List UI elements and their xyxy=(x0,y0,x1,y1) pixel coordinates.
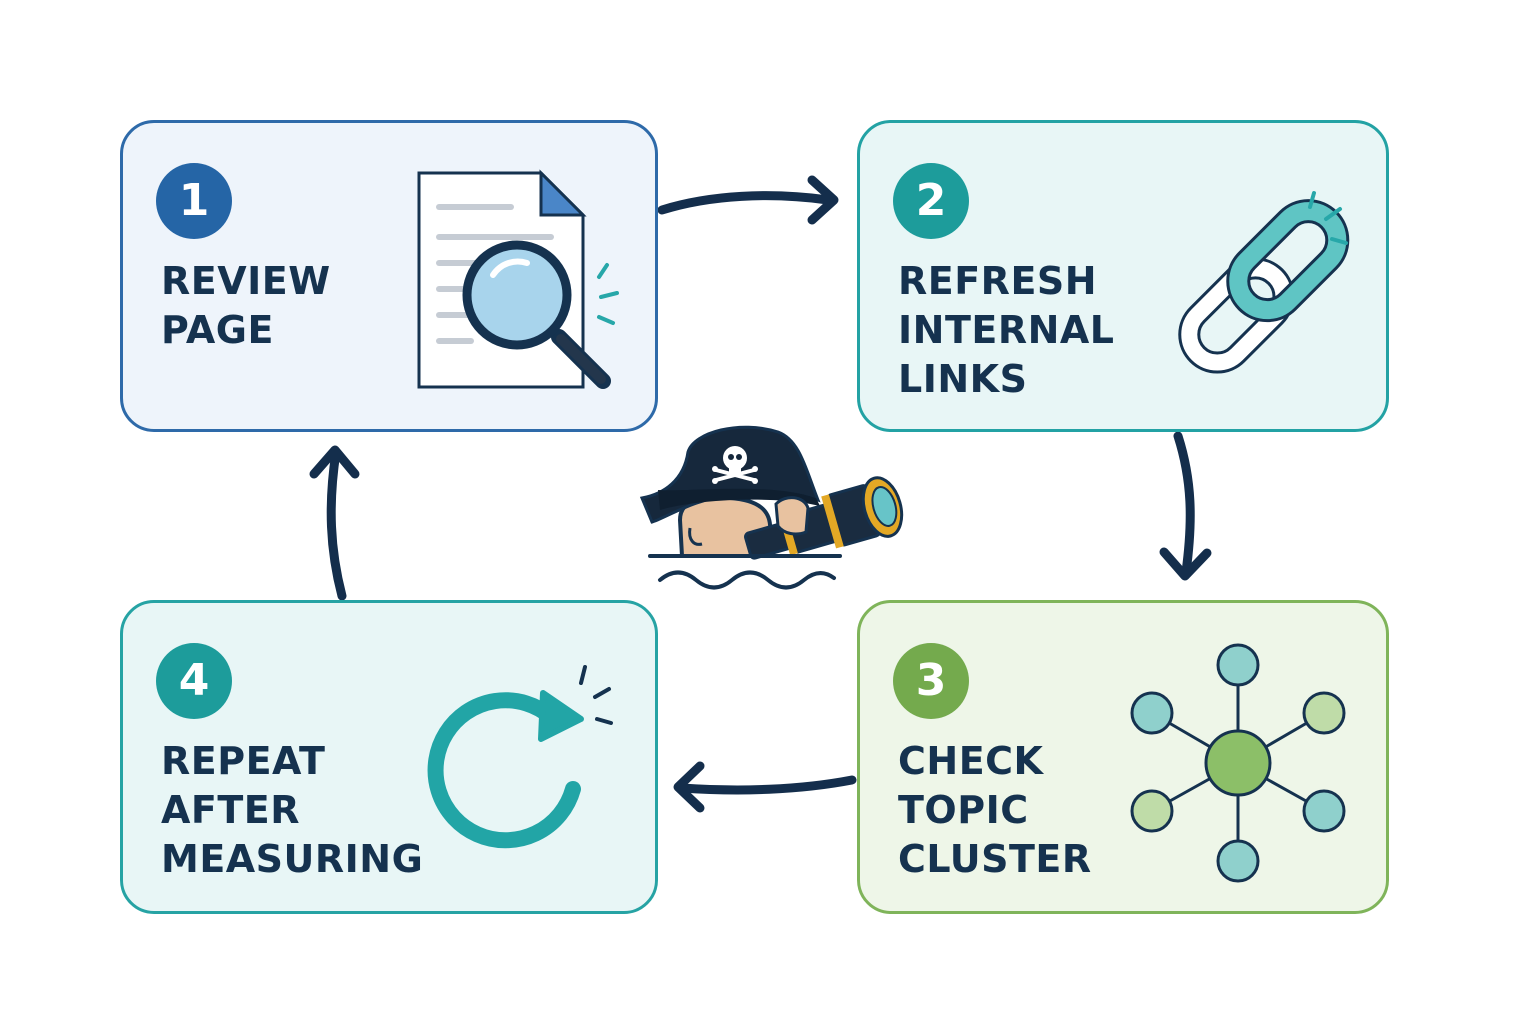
step-card-refresh-internal-links: 2 REFRESH INTERNAL LINKS xyxy=(857,120,1389,432)
step-number-badge: 2 xyxy=(893,163,969,239)
step-label-line: REPEAT xyxy=(161,739,326,783)
arrow-step2-to-step3 xyxy=(1159,431,1212,581)
step-label-line: CLUSTER xyxy=(898,837,1092,881)
step-label: CHECK TOPIC CLUSTER xyxy=(898,737,1092,884)
arrow-step4-to-step1 xyxy=(309,445,360,601)
arrow-step3-to-step4 xyxy=(673,761,857,813)
step-label-line: REVIEW xyxy=(161,259,331,303)
step-label-line: INTERNAL xyxy=(898,308,1115,352)
step-card-review-page: 1 REVIEW PAGE xyxy=(120,120,658,432)
refresh-cycle-icon xyxy=(427,665,613,849)
chain-link-icon xyxy=(1178,191,1350,374)
step-label-line: AFTER xyxy=(161,788,301,832)
step-label: REPEAT AFTER MEASURING xyxy=(161,737,423,884)
step-label: REFRESH INTERNAL LINKS xyxy=(898,257,1115,404)
step-card-check-topic-cluster: 3 CHECK TOPIC CLUSTER xyxy=(857,600,1389,914)
step-number-badge: 1 xyxy=(156,163,232,239)
step-number-badge: 4 xyxy=(156,643,232,719)
step-label-line: CHECK xyxy=(898,739,1044,783)
step-card-repeat-after-measuring: 4 REPEAT AFTER MEASURING xyxy=(120,600,658,914)
document-magnifier-icon xyxy=(417,169,619,389)
topic-cluster-network-icon xyxy=(1130,643,1346,883)
step-label-line: MEASURING xyxy=(161,837,424,881)
pirate-spyglass-icon xyxy=(639,425,904,590)
step-label-line: REFRESH xyxy=(898,259,1098,303)
arrow-step1-to-step2 xyxy=(657,175,839,225)
step-number-badge: 3 xyxy=(893,643,969,719)
step-label-line: TOPIC xyxy=(898,788,1029,832)
step-label-line: PAGE xyxy=(161,308,274,352)
step-label-line: LINKS xyxy=(898,357,1028,401)
step-label: REVIEW PAGE xyxy=(161,257,331,355)
